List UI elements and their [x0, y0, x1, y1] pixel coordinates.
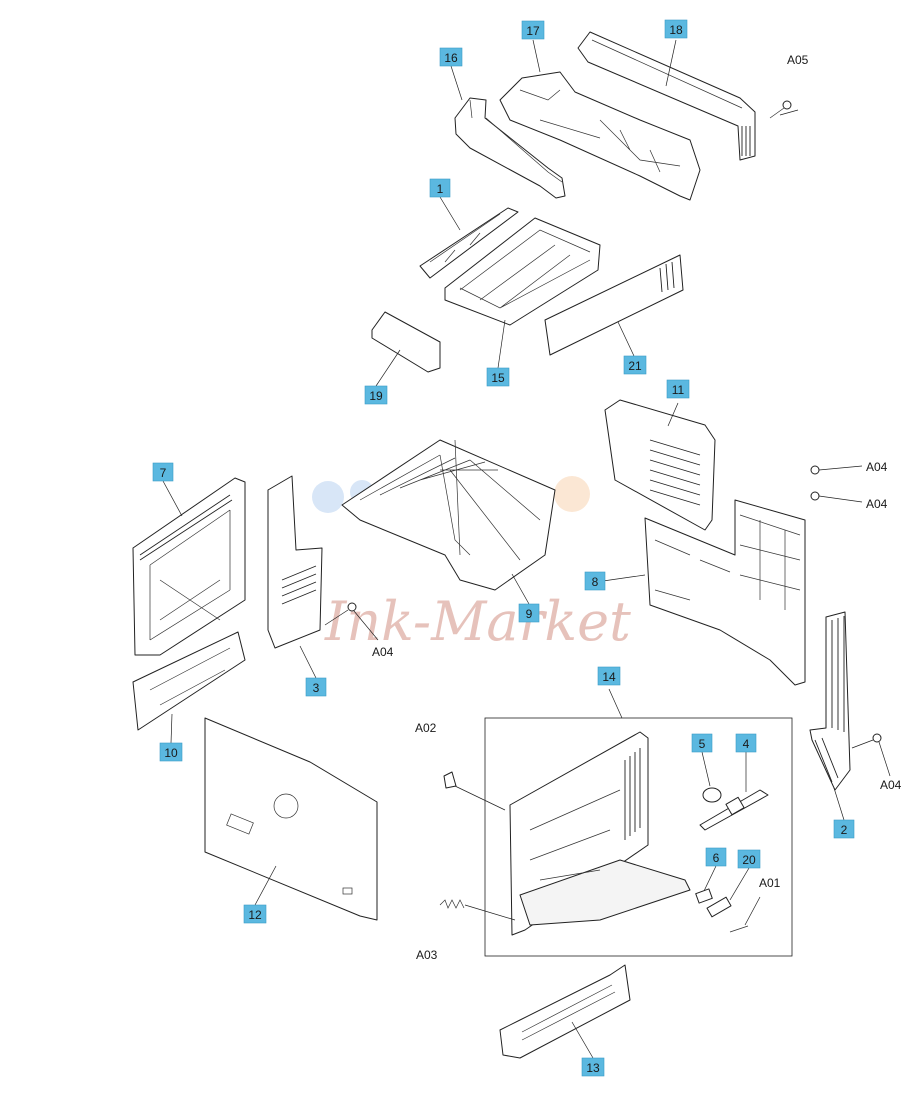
screw-a04-mid — [810, 491, 863, 503]
callout-13: 13 — [581, 1057, 605, 1077]
callout-15: 15 — [486, 367, 510, 387]
callout-7-text: 7 — [160, 466, 167, 480]
callout-3-text: 3 — [313, 681, 320, 695]
callout-11: 11 — [666, 379, 690, 399]
callout-4: 4 — [735, 733, 757, 753]
part-16-top-left-cover — [454, 97, 566, 199]
label-a04-mid: A04 — [866, 497, 888, 511]
part-15-upper-frame — [444, 217, 601, 326]
callout-9-text: 9 — [526, 607, 533, 621]
label-a04-top: A04 — [866, 460, 888, 474]
callout-5: 5 — [691, 733, 713, 753]
part-1-panel — [419, 207, 519, 279]
callout-18: 18 — [664, 19, 688, 39]
part-13-bottom-rail — [499, 964, 631, 1059]
part-20-pad — [706, 896, 732, 918]
part-4-roller-shaft — [699, 789, 769, 831]
callout-12-text: 12 — [248, 908, 262, 922]
part-2-right-strip — [809, 611, 851, 791]
part-a03-spring — [439, 899, 516, 921]
callout-12: 12 — [243, 904, 267, 924]
callout-7: 7 — [152, 462, 174, 482]
part-19-side-panel — [371, 311, 441, 373]
callout-9: 9 — [518, 603, 540, 623]
screw-a04-low — [851, 733, 891, 777]
part-17-top-chassis — [499, 71, 701, 201]
callout-1-text: 1 — [437, 182, 444, 196]
callout-21-text: 21 — [628, 359, 642, 373]
callout-16: 16 — [439, 47, 463, 67]
callout-4-text: 4 — [743, 737, 750, 751]
callout-13-text: 13 — [586, 1061, 600, 1075]
part-7-left-side-cover — [132, 477, 246, 656]
part-14-tray-assembly-box — [484, 717, 793, 957]
callout-2: 2 — [833, 819, 855, 839]
callout-19-text: 19 — [369, 389, 383, 403]
screw-a04-top — [810, 465, 863, 475]
callout-20: 20 — [737, 849, 761, 869]
callout-10: 10 — [159, 742, 183, 762]
label-a02: A02 — [415, 721, 437, 735]
watermark-text: Ink-Market — [324, 590, 631, 653]
callout-3: 3 — [305, 677, 327, 697]
callout-17-text: 17 — [526, 24, 540, 38]
callout-20-text: 20 — [742, 853, 756, 867]
label-a05: A05 — [787, 53, 809, 67]
part-8-right-side-cover — [644, 499, 806, 686]
callout-19: 19 — [364, 385, 388, 405]
callout-5-text: 5 — [699, 737, 706, 751]
callout-15-text: 15 — [491, 371, 505, 385]
callout-2-text: 2 — [841, 823, 848, 837]
callout-21: 21 — [623, 355, 647, 375]
part-3-left-inner-panel — [267, 475, 323, 649]
callout-14-text: 14 — [602, 670, 616, 684]
callout-16-text: 16 — [444, 51, 458, 65]
callout-8-text: 8 — [592, 575, 599, 589]
part-a01-pin — [729, 896, 761, 933]
callout-17: 17 — [521, 20, 545, 40]
part-11-formatter-cover — [604, 399, 716, 531]
part-21-slim-panel — [544, 254, 684, 356]
callout-8: 8 — [584, 571, 606, 591]
label-a01: A01 — [759, 876, 781, 890]
screw-a04-left — [324, 602, 379, 641]
callout-14: 14 — [597, 666, 621, 686]
callout-6: 6 — [705, 847, 727, 867]
callout-10-text: 10 — [164, 746, 178, 760]
callout-18-text: 18 — [669, 23, 683, 37]
part-10-left-bar — [132, 631, 246, 731]
callout-11-text: 11 — [672, 383, 685, 397]
part-18-top-right-cover — [577, 31, 756, 161]
part-a02-clip — [443, 771, 506, 811]
label-a04-low: A04 — [880, 778, 902, 792]
part-6-roller — [695, 888, 713, 904]
callout-1: 1 — [429, 178, 451, 198]
screw-a05 — [769, 100, 792, 119]
part-9-output-bin — [341, 439, 556, 591]
label-a03: A03 — [416, 948, 438, 962]
part-5-roller — [702, 787, 722, 803]
callout-leaders — [162, 39, 845, 1059]
label-a04-left: A04 — [372, 645, 394, 659]
callout-6-text: 6 — [713, 851, 720, 865]
part-14-tray-assembly — [509, 731, 691, 936]
part-12-front-door — [204, 717, 378, 921]
